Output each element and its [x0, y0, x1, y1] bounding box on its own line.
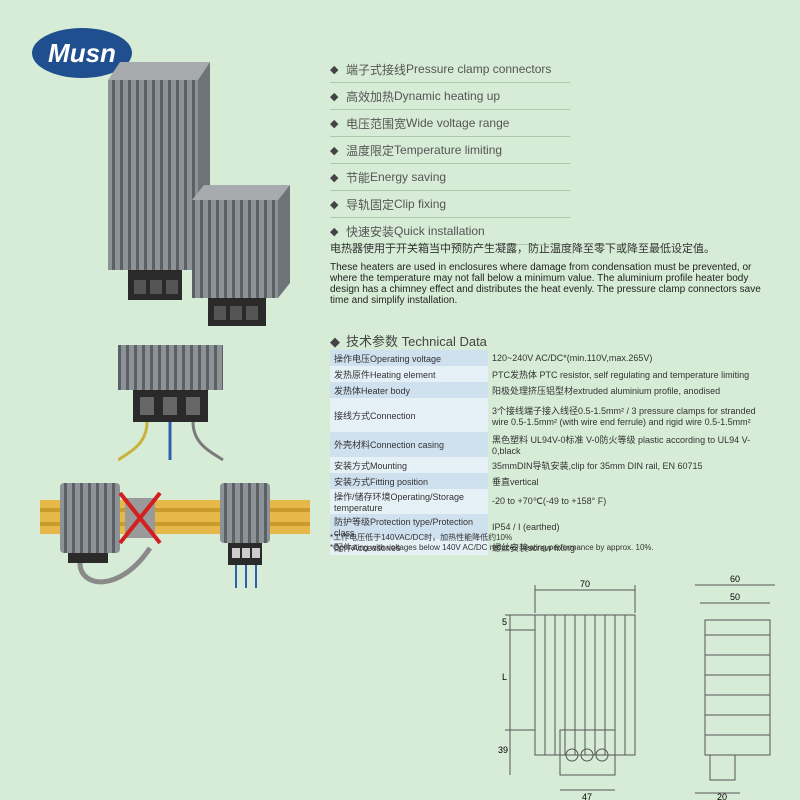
dim-width-front: 70 — [580, 579, 590, 589]
diamond-icon: ◆ — [330, 171, 339, 184]
product-photo — [108, 62, 290, 326]
dim-base-side: 20 — [717, 792, 727, 800]
dim-length: L — [502, 672, 507, 682]
dim-width-side-outer: 60 — [730, 575, 740, 584]
mounting-illustration — [40, 483, 310, 588]
diamond-icon: ◆ — [330, 117, 339, 130]
connector-closeup — [118, 345, 224, 462]
dim-bottom: 39 — [498, 745, 508, 755]
dimension-drawing: 70 60 50 5 L 39 47 20 — [498, 575, 775, 800]
diamond-icon: ◆ — [330, 90, 339, 103]
technical-data-title: ◆技术参数 Technical Data — [330, 334, 487, 349]
dim-base-front: 47 — [582, 792, 592, 800]
diamond-icon: ◆ — [330, 198, 339, 211]
diamond-icon: ◆ — [330, 225, 339, 238]
dim-top: 5 — [502, 617, 507, 627]
prohibited-icon — [118, 491, 162, 545]
footnote: *工作电压低于140VAC/DC时，加热性能降低约10% *Operating … — [330, 533, 654, 552]
dim-width-side-inner: 50 — [730, 592, 740, 602]
diamond-icon: ◆ — [330, 63, 339, 76]
description-cn: 电热器使用于开关箱当中预防产生凝露，防止温度降至零下或降至最低设定值。 — [330, 243, 715, 255]
diamond-icon: ◆ — [330, 144, 339, 157]
brand-logo: Musn — [32, 28, 132, 78]
description-en: These heaters are used in enclosures whe… — [330, 262, 761, 306]
diamond-icon: ◆ — [330, 334, 340, 349]
table-row: 操作/储存环境Operating/Storage temperature-20 … — [330, 489, 770, 514]
